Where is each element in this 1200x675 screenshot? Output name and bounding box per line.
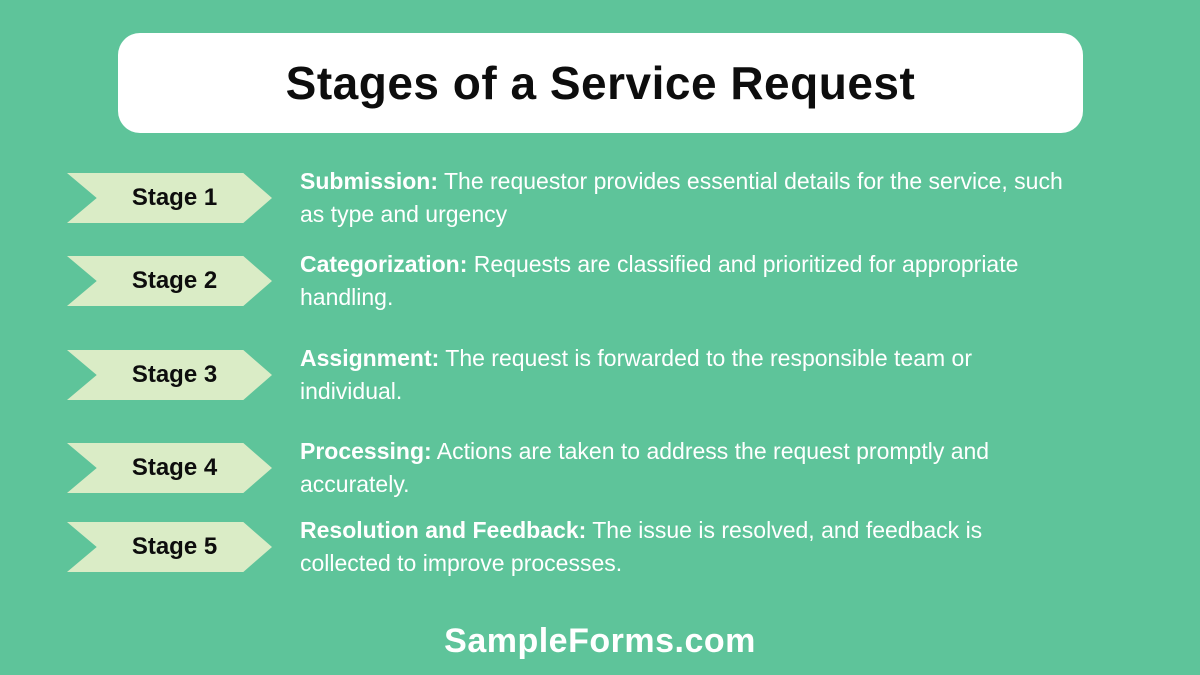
stage-5-label: Stage 5: [131, 533, 218, 560]
stage-5-text: The issue is resolved, and feedback is c…: [300, 517, 983, 576]
stage-row: Stage 2 Categorization: Requests are cla…: [67, 248, 1075, 314]
stage-5-lead: Resolution and Feedback:: [300, 517, 587, 543]
stage-3-label: Stage 3: [131, 361, 218, 388]
stage-row: Stage 3 Assignment: The request is forwa…: [67, 342, 1075, 408]
stage-row: Stage 5 Resolution and Feedback: The iss…: [67, 514, 1075, 580]
footer-brand: SampleForms.com: [444, 622, 756, 660]
stage-1-description: Submission: The requestor provides essen…: [300, 165, 1075, 231]
stage-row: Stage 1 Submission: The requestor provid…: [67, 165, 1075, 231]
stage-3-banner: Stage 3: [67, 350, 272, 400]
stage-4-description: Processing: Actions are taken to address…: [300, 435, 1075, 501]
stage-3-lead: Assignment:: [300, 345, 440, 371]
stage-4-text: Actions are taken to address the request…: [300, 438, 990, 497]
stage-2-banner: Stage 2: [67, 256, 272, 306]
stage-2-description: Categorization: Requests are classified …: [300, 248, 1075, 314]
stage-1-banner: Stage 1: [67, 173, 272, 223]
stage-5-banner: Stage 5: [67, 522, 272, 572]
stage-4-lead: Processing:: [300, 438, 432, 464]
title-card: Stages of a Service Request: [118, 33, 1083, 133]
stage-2-lead: Categorization:: [300, 251, 468, 277]
stage-1-lead: Submission:: [300, 168, 439, 194]
stage-row: Stage 4 Processing: Actions are taken to…: [67, 435, 1075, 501]
stage-4-label: Stage 4: [131, 454, 218, 481]
page-title: Stages of a Service Request: [285, 57, 916, 109]
stage-4-banner: Stage 4: [67, 443, 272, 493]
stage-2-text: Requests are classified and prioritized …: [300, 251, 1019, 310]
stage-3-description: Assignment: The request is forwarded to …: [300, 342, 1075, 408]
stage-5-description: Resolution and Feedback: The issue is re…: [300, 514, 1075, 580]
stage-2-label: Stage 2: [131, 267, 218, 294]
stage-1-label: Stage 1: [131, 184, 218, 211]
stage-1-text: The requestor provides essential details…: [300, 168, 1063, 227]
stage-3-text: The request is forwarded to the responsi…: [300, 345, 973, 404]
